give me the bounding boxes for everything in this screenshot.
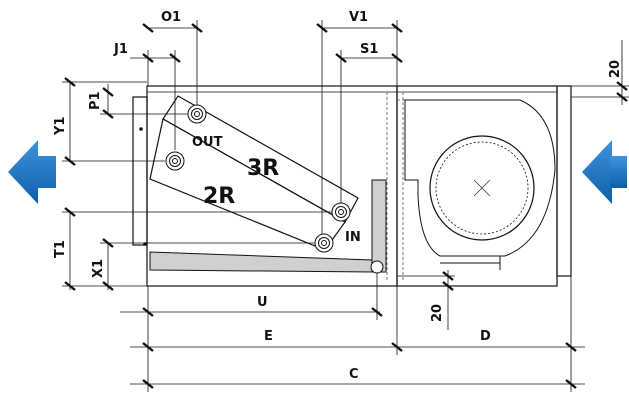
dim-y1-label: Y1: [53, 117, 68, 136]
coil-2r-label: 2R: [203, 184, 235, 209]
port-out-label: OUT: [192, 135, 223, 150]
coil-3r-label: 3R: [247, 156, 279, 181]
dim-20-top-label: 20: [608, 60, 623, 78]
connector-in-upper: [331, 202, 351, 222]
cap-dot-upper: [139, 127, 143, 131]
dim-u-label: U: [257, 295, 268, 310]
dim-p1-label: P1: [88, 91, 103, 110]
fan-wheel: [429, 135, 535, 241]
dimension-ticks: [64, 23, 628, 389]
unit-casing: [132, 85, 572, 287]
dim-e-label: E: [264, 329, 273, 344]
connector-out: [187, 104, 207, 124]
fan-housing: [404, 99, 556, 270]
dashed-partition: [386, 92, 420, 280]
connector-return: [165, 151, 185, 171]
airflow-in-arrow-icon: [582, 140, 627, 204]
dim-c-label: C: [349, 367, 359, 382]
airflow-out-arrow-icon: [8, 140, 56, 204]
dim-d-label: D: [480, 329, 491, 344]
port-in-label: IN: [345, 230, 361, 245]
drain-port: [370, 260, 384, 274]
dim-v1-label: V1: [349, 10, 368, 25]
dimension-lines: [62, 20, 629, 392]
dim-20-bottom-label: 20: [430, 304, 445, 322]
dim-s1-label: S1: [360, 42, 378, 57]
dim-t1-label: T1: [53, 240, 68, 258]
dim-o1-label: O1: [161, 10, 181, 25]
dim-j1-label: J1: [113, 42, 128, 57]
dim-x1-label: X1: [91, 259, 106, 278]
connector-in: [314, 233, 334, 253]
drain-tray: [149, 179, 387, 273]
